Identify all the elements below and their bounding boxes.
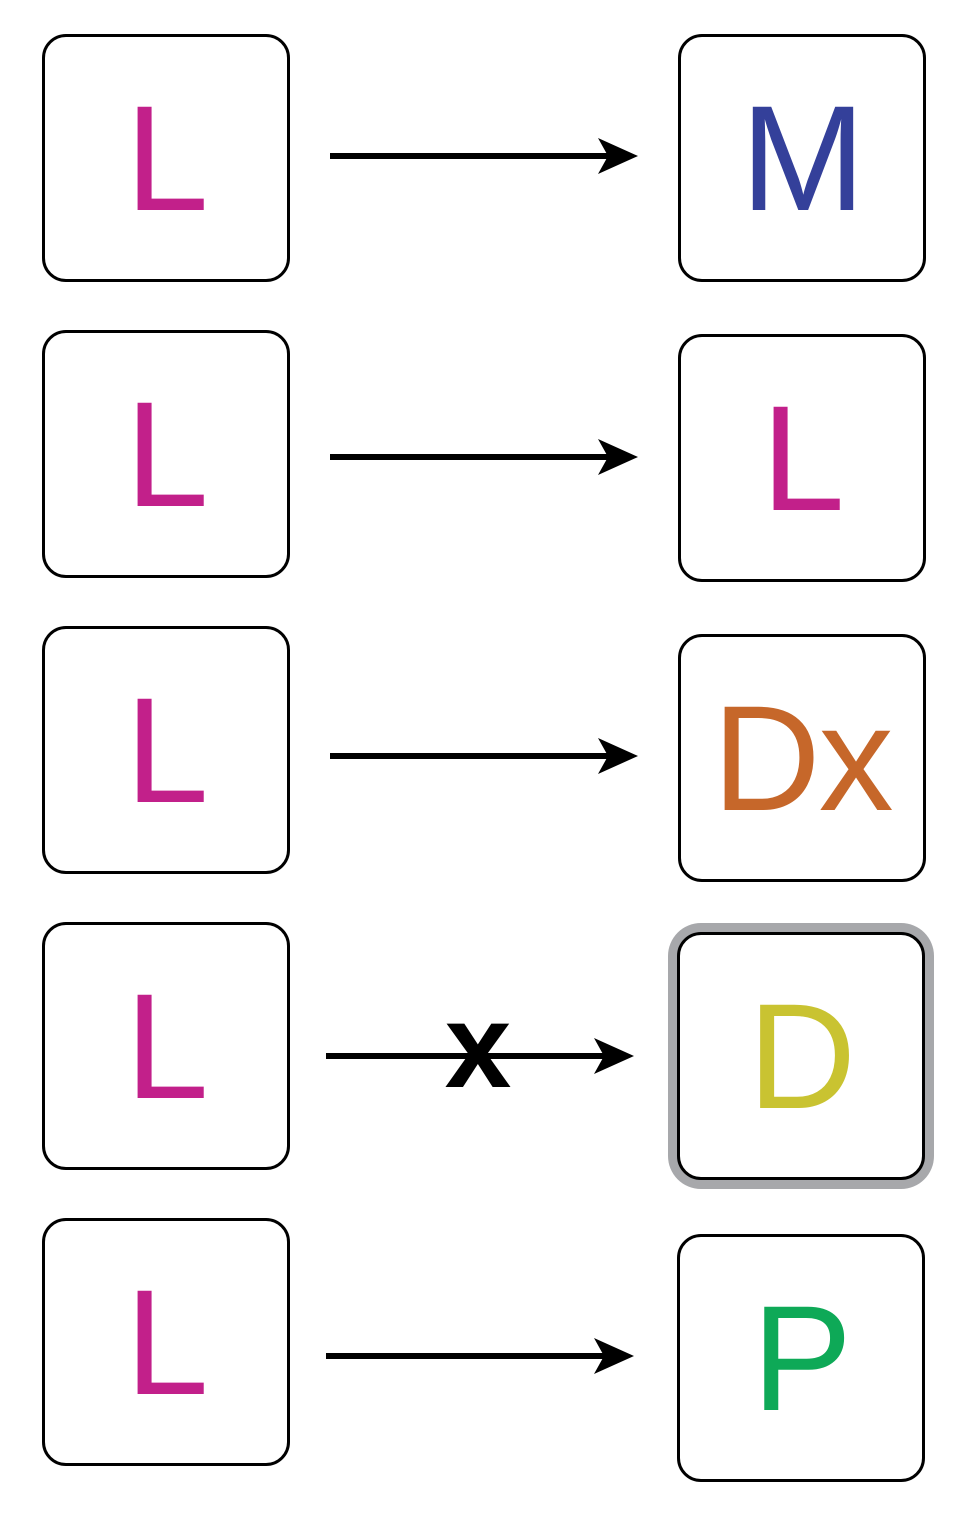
target-box-3: Dx	[678, 634, 926, 882]
target-box-2: L	[678, 334, 926, 582]
source-label-5: L	[125, 1258, 208, 1426]
source-label-4: L	[125, 962, 208, 1130]
arrow-3	[330, 738, 638, 774]
arrow-1	[330, 138, 638, 174]
source-box-2: L	[42, 330, 290, 578]
block-mark: x	[444, 979, 512, 1113]
target-label-1: M	[740, 74, 866, 242]
source-label-3: L	[125, 666, 208, 834]
target-label-5: P	[751, 1274, 852, 1442]
target-label-4: D	[747, 972, 856, 1140]
source-label-1: L	[125, 74, 208, 242]
arrow-5	[326, 1338, 634, 1374]
source-box-5: L	[42, 1218, 290, 1466]
target-label-3: Dx	[712, 674, 893, 842]
target-box-5: P	[677, 1234, 925, 1482]
source-box-3: L	[42, 626, 290, 874]
source-box-4: L	[42, 922, 290, 1170]
source-box-1: L	[42, 34, 290, 282]
arrow-2	[330, 439, 638, 475]
arrow-4-blocked	[326, 1038, 634, 1074]
source-label-2: L	[125, 370, 208, 538]
target-box-4-highlighted: D	[677, 932, 925, 1180]
target-box-1: M	[678, 34, 926, 282]
target-label-2: L	[761, 374, 844, 542]
